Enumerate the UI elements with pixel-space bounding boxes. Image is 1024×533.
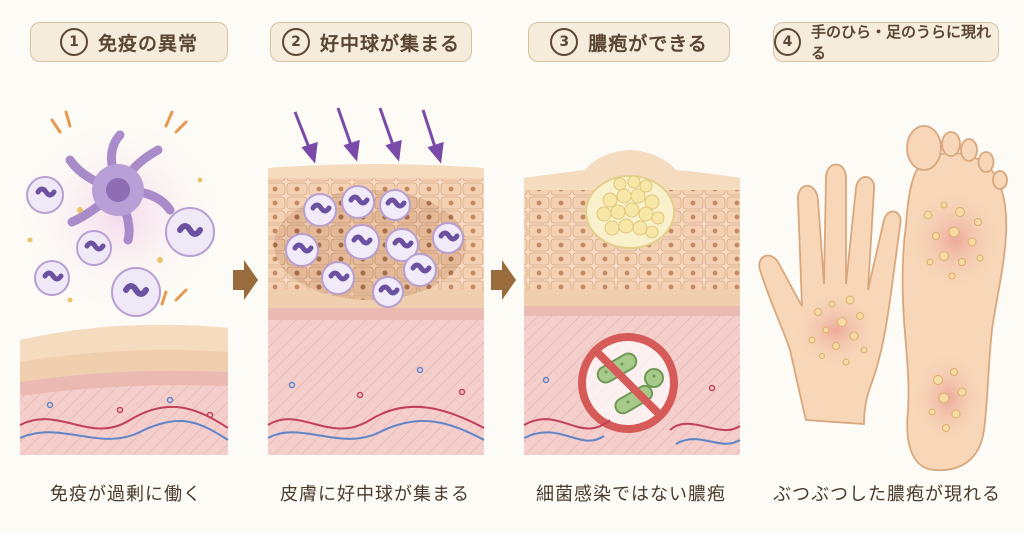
step-3-caption: 細菌感染ではない膿疱 (536, 484, 726, 505)
arrow-1-icon (233, 260, 258, 300)
panel-3-pustule (523, 150, 741, 455)
palm-icon (758, 163, 902, 425)
step-2-header: 2 好中球が集まる (270, 22, 472, 62)
step-4-number: 4 (774, 28, 802, 56)
panel-1-immune (10, 110, 230, 455)
neutrophil-icon (26, 176, 64, 214)
sole-icon (901, 125, 1008, 472)
step-3-header: 3 膿疱ができる (528, 22, 730, 62)
step-2-title: 好中球が集まる (319, 32, 460, 55)
dendritic-cell-icon (65, 130, 175, 245)
step-2-number: 2 (281, 28, 310, 56)
panel-4-palm-sole (758, 125, 1008, 472)
step-4-caption: ぶつぶつした膿疱が現れる (773, 484, 1001, 505)
step-4-title: 手のひら・足のうらに現れる (811, 23, 992, 62)
step-2-caption: 皮膚に好中球が集まる (280, 484, 470, 505)
step-1-header: 1 免疫の異常 (30, 22, 228, 62)
arrow-2-icon (491, 260, 516, 300)
step-1-caption: 免疫が過剰に働く (50, 484, 202, 505)
pustule-icon (585, 175, 675, 249)
step-3-title: 膿疱ができる (588, 32, 708, 55)
step-3-number: 3 (550, 28, 579, 56)
step-1-title: 免疫の異常 (97, 32, 198, 55)
step-4-header: 4 手のひら・足のうらに現れる (773, 22, 999, 62)
step-1-number: 1 (59, 28, 88, 56)
no-bacteria-icon (578, 333, 678, 433)
panel-2-neutrophils (267, 107, 485, 455)
infiltration-arrows-icon (293, 107, 444, 164)
